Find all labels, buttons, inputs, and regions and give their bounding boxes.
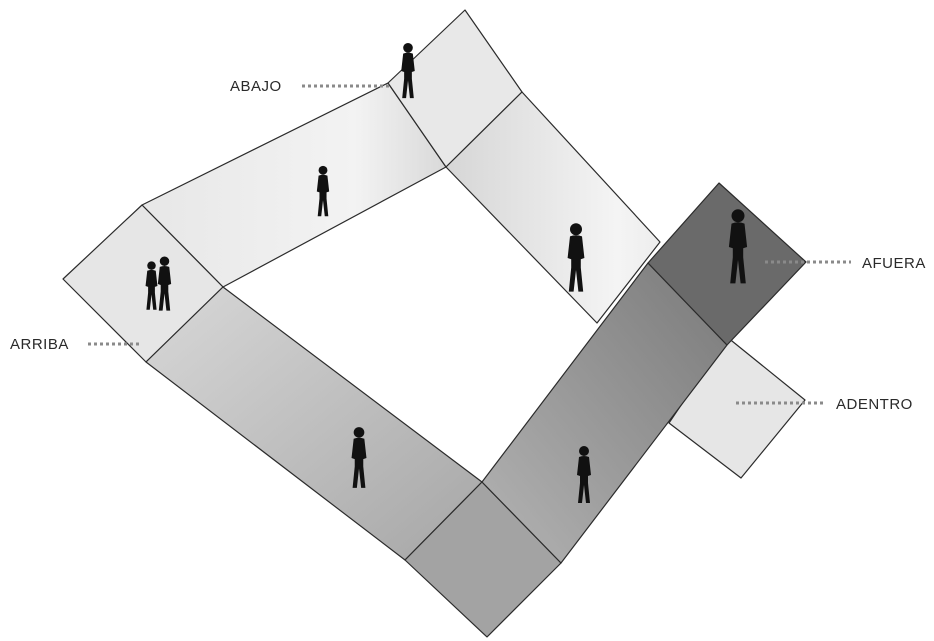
label-arriba: ARRIBA: [10, 336, 69, 353]
right-walkway: [445, 91, 661, 324]
lower-walkway: [145, 286, 483, 561]
label-afuera: AFUERA: [862, 255, 926, 272]
label-adentro: ADENTRO: [836, 396, 913, 413]
label-abajo: ABAJO: [230, 78, 282, 95]
afuera-panel: [647, 182, 807, 346]
